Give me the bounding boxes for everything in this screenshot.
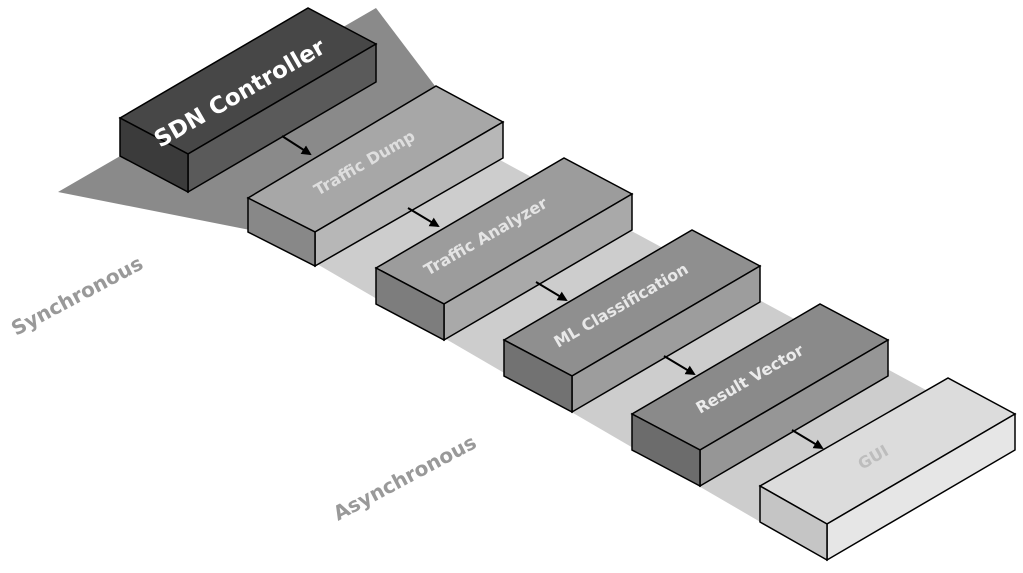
ml-classification-side	[503, 338, 573, 414]
synchronous-label: Synchronous	[7, 251, 147, 340]
arrow-ml-to-result	[663, 355, 696, 376]
result-vector-side	[631, 412, 701, 488]
arrow-dump-to-analyzer	[407, 207, 440, 228]
gui-block: GUI	[758, 377, 1017, 562]
arrow-sdn-to-dump	[281, 135, 312, 156]
traffic-dump-block: Traffic Dump	[246, 85, 505, 268]
sdn-controller-block: SDN Controller	[118, 7, 378, 194]
arrow-analyzer-to-ml	[535, 281, 568, 302]
sdn-controller-side	[119, 116, 189, 194]
result-vector-block: Result Vector	[630, 303, 890, 488]
traffic-dump-side	[247, 196, 316, 268]
arrow-result-to-gui	[791, 429, 824, 450]
traffic-analyzer-side	[375, 266, 445, 342]
ml-classification-block: ML Classification	[502, 229, 762, 414]
gui-side	[759, 484, 828, 562]
asynchronous-label: Asynchronous	[329, 430, 480, 526]
